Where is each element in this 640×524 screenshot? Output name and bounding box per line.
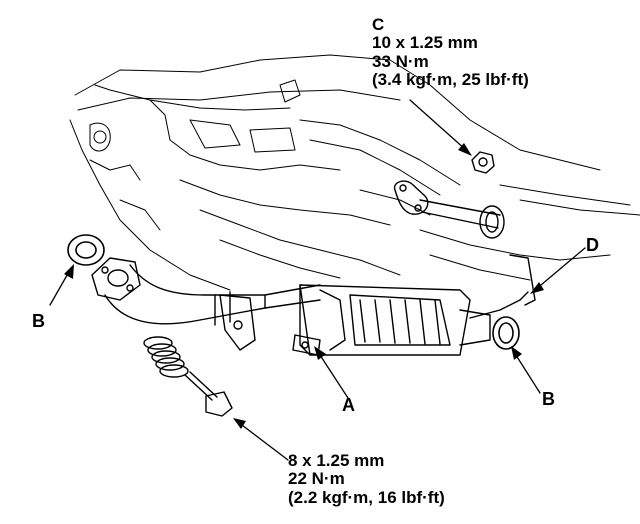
engine-block — [69, 54, 640, 291]
callout-c-torque: 33 N·m — [372, 51, 429, 71]
catalytic-converter — [292, 284, 491, 356]
front-pipe — [91, 257, 321, 326]
gasket-b-right — [492, 316, 520, 350]
callout-c-torque-alt: (3.4 kgf·m, 25 lbf·ft) — [372, 70, 529, 90]
callout-bolt: 8 x 1.25 mm 22 N·m (2.2 kgf·m, 16 lbf·ft… — [288, 451, 445, 507]
leader-lines — [49, 99, 586, 461]
rear-flange — [393, 180, 505, 239]
sensor-wire — [469, 254, 536, 319]
gasket-b-left — [67, 234, 105, 266]
callout-c-letter: C — [372, 15, 385, 34]
label-b-right: B — [542, 389, 555, 409]
spring-bolt — [143, 336, 233, 417]
callout-bolt-torque: 22 N·m — [288, 469, 345, 489]
pipe-bracket — [219, 294, 256, 351]
label-d: D — [586, 235, 599, 255]
callout-c-size: 10 x 1.25 mm — [372, 33, 478, 53]
callout-bolt-size: 8 x 1.25 mm — [288, 451, 385, 470]
label-a: A — [342, 395, 355, 415]
nut-c — [471, 151, 495, 174]
label-b-left: B — [32, 311, 45, 331]
arrow-heads — [64, 143, 544, 429]
callout-c: C 10 x 1.25 mm 33 N·m (3.4 kgf·m, 25 lbf… — [372, 15, 529, 90]
callout-bolt-torque-alt: (2.2 kgf·m, 16 lbf·ft) — [288, 487, 445, 507]
